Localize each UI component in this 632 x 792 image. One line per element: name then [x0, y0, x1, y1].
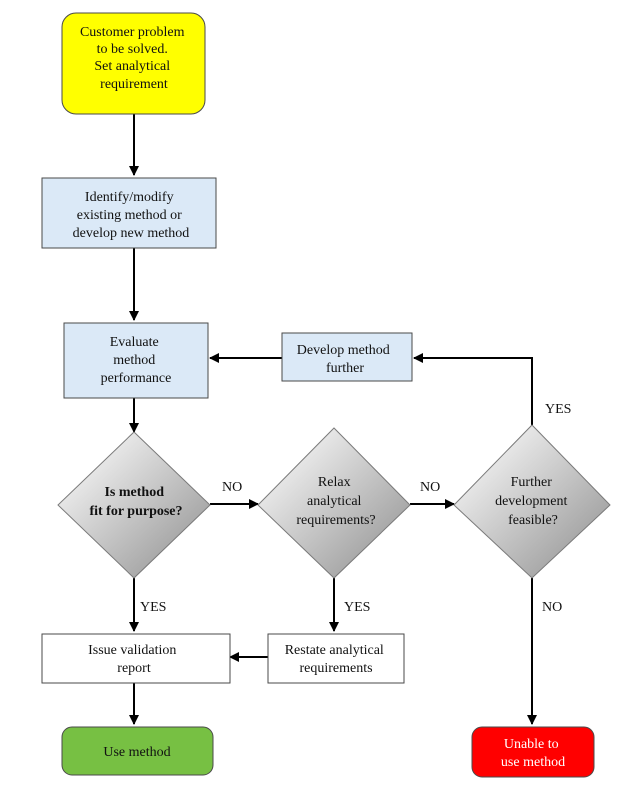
svg-text:Use method: Use method: [103, 745, 170, 760]
svg-text:Is method fit for purpos: Is method fit for purpose?: [89, 485, 182, 519]
svg-text:Identify/modify existing: Identify/modify existing method or devel…: [73, 190, 190, 241]
further-development-line-1: Further: [511, 475, 553, 490]
edge-label-fit-no: NO: [222, 480, 242, 495]
issue-report-line-1: Issue validation: [88, 643, 176, 658]
identify-method-line-3: develop new method: [73, 226, 190, 241]
evaluate-line-3: performance: [101, 371, 172, 386]
node-customer-problem: Customer problem to be solved. Set analy…: [61, 12, 206, 115]
issue-report-line-2: report: [117, 661, 151, 676]
node-use-method: Use method: [61, 726, 214, 776]
evaluate-line-2: method: [113, 353, 155, 368]
node-develop-further: Develop method further: [281, 332, 413, 382]
edge-labels: NO NO YES YES YES NO: [140, 402, 571, 615]
svg-text:Issue validation report: Issue validation report: [88, 643, 180, 676]
node-issue-report: Issue validation report: [41, 633, 231, 684]
unable-line-1: Unable to: [504, 737, 559, 752]
svg-text:Evaluate method pe: Evaluate method performance: [101, 335, 172, 386]
use-method-box: [61, 726, 214, 776]
decision-relax-requirements: Relax analytical requirements?: [257, 427, 411, 579]
fit-for-purpose-line-1: Is method: [104, 485, 164, 500]
node-unable: Unable to use method: [471, 726, 595, 778]
identify-method-line-2: existing method or: [77, 208, 182, 223]
restate-box: [267, 633, 405, 684]
edge-label-feasible-no: NO: [542, 600, 562, 615]
identify-method-line-1: Identify/modify: [85, 190, 174, 205]
unable-box: [471, 726, 595, 778]
restate-line-1: Restate analytical: [285, 643, 384, 658]
edge-label-relax-yes: YES: [344, 600, 370, 615]
arrow-further-yes-to-develop: [413, 353, 533, 425]
develop-further-line-2: further: [326, 361, 364, 376]
svg-text:Develop method further: Develop method further: [297, 343, 393, 376]
connectors: [129, 114, 537, 725]
evaluate-line-1: Evaluate: [110, 335, 159, 350]
develop-further-box: [281, 332, 413, 382]
node-identify-method: Identify/modify existing method or devel…: [41, 177, 217, 249]
edge-label-fit-yes: YES: [140, 600, 166, 615]
customer-problem-line-3: Set analytical: [94, 59, 170, 74]
svg-text:Customer problem to be s: Customer problem to be solved. Set analy…: [80, 25, 188, 92]
use-method-line-1: Use method: [103, 745, 170, 760]
develop-further-line-1: Develop method: [297, 343, 390, 358]
further-development-line-2: development: [495, 494, 567, 509]
svg-text:Further development: Further development feasible?: [495, 475, 571, 528]
fit-for-purpose-line-2: fit for purpose?: [89, 504, 182, 519]
edge-label-feasible-yes: YES: [545, 402, 571, 417]
unable-line-2: use method: [501, 755, 565, 770]
decision-further-development: Further development feasible?: [453, 424, 611, 579]
customer-problem-line-2: to be solved.: [97, 42, 168, 57]
customer-problem-line-4: requirement: [100, 77, 168, 92]
restate-line-2: requirements: [299, 661, 372, 676]
svg-text:Restate analytical requi: Restate analytical requirements: [285, 643, 388, 676]
node-restate: Restate analytical requirements: [267, 633, 405, 684]
relax-requirements-line-2: analytical: [307, 494, 362, 509]
edge-label-relax-no: NO: [420, 480, 440, 495]
svg-text:Unable to use method: Unable to use method: [501, 737, 565, 770]
customer-problem-line-1: Customer problem: [80, 25, 185, 40]
svg-text:Relax analytical r: Relax analytical requirements?: [296, 475, 375, 528]
relax-requirements-line-3: requirements?: [296, 513, 375, 528]
further-development-line-3: feasible?: [508, 513, 558, 528]
further-development-diamond: [453, 424, 611, 579]
decision-fit-for-purpose: Is method fit for purpose?: [57, 431, 211, 579]
identify-method-box: [41, 177, 217, 249]
relax-requirements-diamond: [257, 427, 411, 579]
relax-requirements-line-1: Relax: [318, 475, 351, 490]
fit-for-purpose-diamond: [57, 431, 211, 579]
node-evaluate: Evaluate method performance: [63, 322, 209, 399]
issue-report-box: [41, 633, 231, 684]
customer-problem-box: [61, 12, 206, 115]
evaluate-box: [63, 322, 209, 399]
